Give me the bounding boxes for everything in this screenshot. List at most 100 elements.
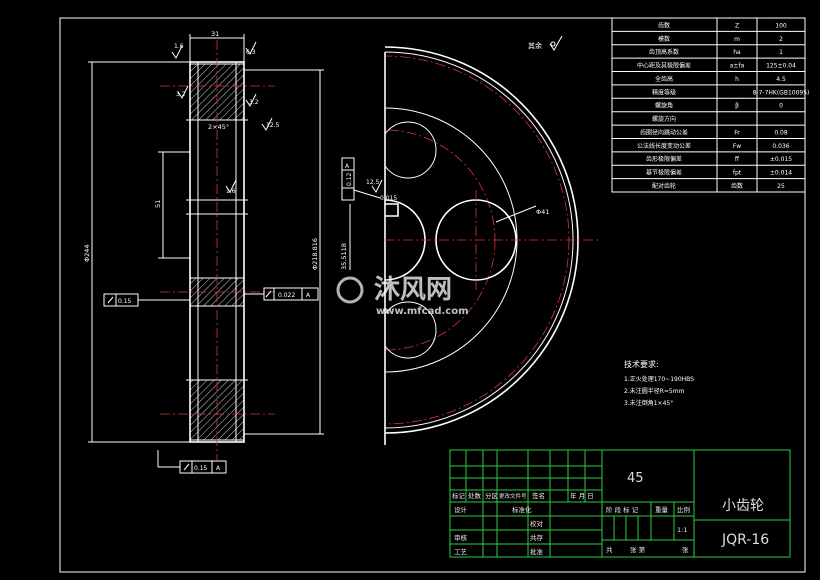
roughness-other: 其余 <box>528 35 563 51</box>
label-weight: 重量 <box>655 506 669 514</box>
material: 45 <box>627 471 644 486</box>
label-date: 年 月 日 <box>570 491 594 500</box>
svg-text:0.022: 0.022 <box>278 292 295 299</box>
front-half-view: Φ41 35.5118 A 0.12 0.015 其余 12.5 <box>340 35 600 445</box>
param-value: 4.5 <box>776 76 786 83</box>
svg-text:0.12: 0.12 <box>346 172 353 186</box>
label-sheet-end: 张 <box>682 545 689 554</box>
label-stage-mark: 阶 段 标 记 <box>606 505 639 514</box>
svg-text:0.15: 0.15 <box>118 298 132 305</box>
svg-text:A: A <box>306 292 311 299</box>
label-sheet: 张 第 <box>630 545 646 554</box>
hub-dim: 51 <box>154 200 162 208</box>
param-value: 125±0.04 <box>766 63 796 70</box>
tech-item: 1.正火处理170~190HBS <box>624 375 694 383</box>
param-value: 2 <box>779 36 783 43</box>
param-name: 螺旋角 <box>655 102 673 110</box>
tech-item: 3.未注倒角1×45° <box>624 399 673 407</box>
hole-dim: Φ41 <box>536 208 549 216</box>
param-name: 精度等级 <box>652 88 676 96</box>
svg-text:A: A <box>345 163 350 170</box>
param-symbol: Z <box>735 22 739 29</box>
label-standardize: 标准化 <box>512 505 532 514</box>
width-dim: 31 <box>211 30 219 38</box>
param-symbol: a±fa <box>730 63 745 70</box>
param-value: 25 <box>777 183 785 190</box>
tech-title: 技术要求: <box>624 359 659 369</box>
svg-text:0.015: 0.015 <box>380 195 397 202</box>
param-name: 齿圈径向跳动公差 <box>640 128 688 136</box>
label-approve: 批准 <box>530 547 544 556</box>
keyway-tolerance: A 0.12 0.015 <box>341 157 397 202</box>
title-block: 45 小齿轮 JQR-16 1:1 标记 处数 分区 更改文件号 签名 年 月 … <box>449 449 791 558</box>
bore-dim: Φ218.816 <box>311 238 319 270</box>
od-dim: Φ244 <box>83 244 91 262</box>
param-name: 模数 <box>658 35 670 43</box>
label-total: 共 <box>606 545 613 554</box>
label-review: 审核 <box>454 533 468 542</box>
svg-text:0.15: 0.15 <box>194 465 208 472</box>
label-design: 设计 <box>454 505 468 514</box>
param-name: 齿形极限偏差 <box>646 155 682 163</box>
param-name: 基节极限偏差 <box>646 169 682 177</box>
param-value: ±0.015 <box>770 156 792 163</box>
param-value: 0 <box>779 103 783 110</box>
label-check: 校对 <box>530 519 544 528</box>
label-sign: 签名 <box>532 491 545 500</box>
param-symbol: ff <box>735 156 740 163</box>
keyway-dim: 35.5118 <box>340 243 348 270</box>
lightening-hole <box>385 301 437 359</box>
roughness-value: 12.5 <box>366 179 380 186</box>
keyway <box>385 203 399 217</box>
tolerance-frame-left: 0.15 <box>103 293 190 307</box>
svg-text:A: A <box>216 465 221 472</box>
tech-requirements: 技术要求: 1.正火处理170~190HBS 2.未注圆半径R=5mm 3.未注… <box>624 359 694 407</box>
label-mark: 标记 <box>452 491 466 500</box>
param-name: 配对齿轮 <box>652 182 676 190</box>
param-value: 0.036 <box>772 143 789 150</box>
param-value: ±0.014 <box>770 170 792 177</box>
label-process: 工艺 <box>454 548 468 556</box>
watermark: 沐风网 www.mfcad.com <box>336 275 469 317</box>
param-symbol: fpt <box>733 170 742 177</box>
param-value: 8-7-7HK(GB10095) <box>753 89 810 96</box>
roughness-symbol <box>371 179 383 193</box>
label-ratio: 比例 <box>677 505 690 514</box>
label-shop: 共存 <box>530 533 544 542</box>
label-change-doc: 更改文件号 <box>499 492 527 500</box>
watermark-url: www.mfcad.com <box>376 306 469 317</box>
param-name: 齿顶高系数 <box>649 48 679 56</box>
side-section-view: 31 Φ244 Φ218.816 51 2×45° 1.6 6.3 3.2 3.… <box>83 30 324 474</box>
param-name: 公法线长度变动公差 <box>637 142 691 150</box>
tech-item: 2.未注圆半径R=5mm <box>624 387 685 395</box>
chamfer-label: 2×45° <box>208 123 229 131</box>
param-name: 全齿高 <box>655 75 673 83</box>
param-value: 1 <box>779 49 783 56</box>
drawing-frame <box>59 17 806 573</box>
label-count: 处数 <box>468 491 482 500</box>
param-name: 齿数 <box>658 21 670 29</box>
svg-text:6.3: 6.3 <box>246 49 256 56</box>
svg-text:其余: 其余 <box>528 41 542 50</box>
lightening-hole <box>385 121 437 179</box>
param-value: 0.08 <box>774 129 788 136</box>
drawing-number: JQR-16 <box>721 532 769 548</box>
rim-hatch-top <box>189 63 245 121</box>
svg-text:1.6: 1.6 <box>174 43 184 50</box>
tolerance-frame-right: 0.022 A <box>244 287 319 301</box>
scale-value: 1:1 <box>677 526 687 534</box>
param-value: 100 <box>775 22 787 29</box>
leader-line <box>495 205 537 223</box>
param-symbol: m <box>734 36 740 43</box>
roughness-symbols: 1.6 6.3 3.2 3.2 12.5 1.6 <box>171 41 280 195</box>
param-symbol: β <box>735 103 739 110</box>
param-symbol: h <box>735 76 739 83</box>
svg-text:12.5: 12.5 <box>266 122 280 129</box>
param-symbol: Fw <box>733 143 741 150</box>
svg-text:1.6: 1.6 <box>226 188 236 195</box>
watermark-brand: 沐风网 <box>374 275 452 305</box>
param-symbol: 齿数 <box>731 182 743 190</box>
label-zone: 分区 <box>485 491 499 500</box>
